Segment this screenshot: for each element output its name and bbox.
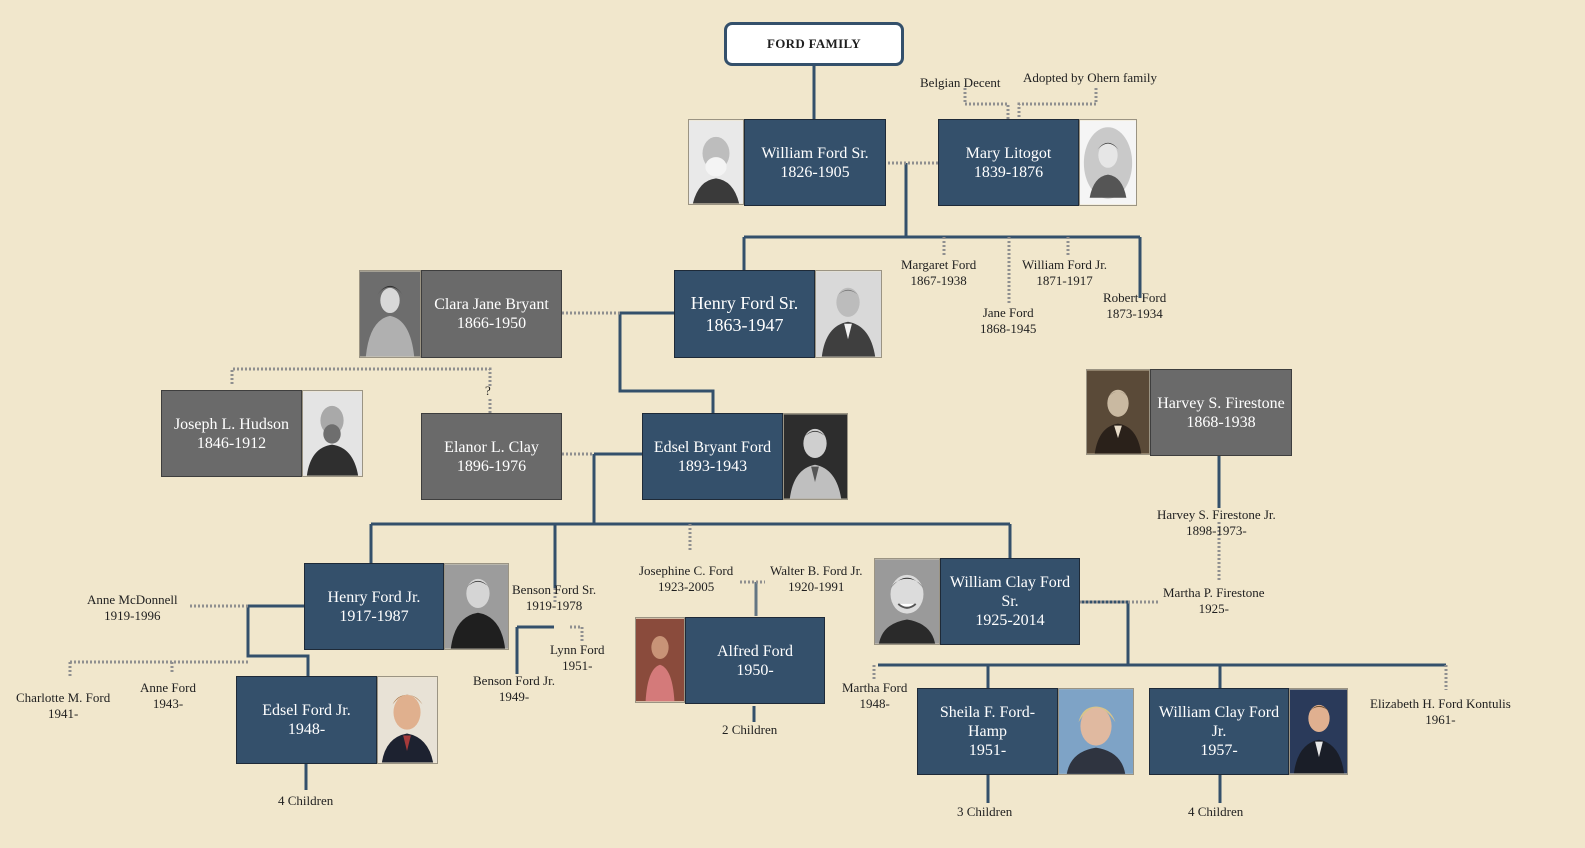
person-years: 1925-2014 [975,612,1045,629]
person-henry-ford-jr[interactable]: Henry Ford Jr. 1917-1987 [304,563,444,650]
label-benson-ford-sr: Benson Ford Sr.1919-1978 [512,582,597,613]
henry-ford-jr-photo [444,563,509,650]
label-question-mark: ? [485,383,491,398]
person-years: 1917-1987 [339,607,409,625]
person-joseph-l-hudson[interactable]: Joseph L. Hudson 1846-1912 [161,390,302,477]
person-name: Sheila F. Ford-Hamp [939,704,1036,740]
person-name: Alfred Ford [717,642,793,660]
edsel-bryant-ford-photo [783,413,848,500]
label-edsel-jr-children: 4 Children [278,793,334,808]
person-name: Clara Jane Bryant [434,296,549,313]
clara-jane-bryant-photo [359,270,421,358]
connector-children [304,455,1222,803]
william-clay-ford-jr-photo [1289,688,1348,775]
person-name: Henry Ford Sr. [690,293,799,313]
label-harvey-firestone-jr: Harvey S. Firestone Jr.1898-1973- [1157,507,1276,538]
person-edsel-ford-jr[interactable]: Edsel Ford Jr. 1948- [236,676,377,764]
person-years: 1957- [1200,742,1238,759]
connector-benson [515,625,554,674]
person-elanor-l-clay[interactable]: Elanor L. Clay 1896-1976 [421,413,562,500]
label-belgian-decent: Belgian Decent [920,75,1001,90]
person-name: Joseph L. Hudson [173,415,290,433]
harvey-s-firestone-photo [1086,369,1150,455]
alfred-ford-photo [635,617,685,703]
person-name: Mary Litogot [965,144,1052,162]
person-years: 1826-1905 [780,163,850,181]
edsel-ford-jr-photo [377,676,438,764]
person-name: Harvey S. Firestone [1157,394,1285,412]
person-years: 1863-1947 [705,315,784,335]
person-name: William Ford Sr. [761,144,869,162]
person-mary-litogot[interactable]: Mary Litogot 1839-1876 [938,119,1079,206]
label-benson-ford-jr: Benson Ford Jr.1949- [473,673,555,704]
william-clay-ford-sr-photo [874,558,940,645]
henry-ford-sr-photo [815,270,882,358]
person-sheila-f-ford-hamp[interactable]: Sheila F. Ford-Hamp 1951- [917,688,1058,775]
person-name: William Clay Ford Sr. [949,574,1071,610]
person-name: Edsel Ford Jr. [262,702,351,719]
person-name: Edsel Bryant Ford [653,438,772,456]
person-years: 1868-1938 [1186,413,1256,431]
connector-henry-jr [246,604,310,676]
person-years: 1893-1943 [677,457,748,475]
william-ford-sr-photo [688,119,744,205]
label-sheila-children: 3 Children [957,804,1013,819]
person-henry-ford-sr[interactable]: Henry Ford Sr. 1863-1947 [674,270,815,358]
person-harvey-s-firestone[interactable]: Harvey S. Firestone 1868-1938 [1150,369,1292,456]
label-adopted-ohern: Adopted by Ohern family [1023,70,1157,85]
person-years: 1846-1912 [196,434,267,452]
label-william-ford-jr: William Ford Jr.1871-1917 [1022,257,1108,288]
person-years: 1839-1876 [973,163,1044,181]
person-years: 1951- [968,742,1007,759]
person-years: 1896-1976 [456,457,527,475]
mary-litogot-photo [1079,119,1137,206]
joseph-l-hudson-photo [302,390,363,477]
person-clara-jane-bryant[interactable]: Clara Jane Bryant 1866-1950 [421,270,562,358]
person-years: 1948- [287,721,326,738]
person-years: 1866-1950 [456,315,527,332]
person-name: Elanor L. Clay [444,438,539,456]
label-wcf-jr-children: 4 Children [1188,804,1244,819]
person-years: 1950- [736,661,774,679]
person-alfred-ford[interactable]: Alfred Ford 1950- [685,617,825,704]
label-alfred-children: 2 Children [722,722,778,737]
person-william-clay-ford-jr[interactable]: William Clay Ford Jr. 1957- [1149,688,1289,775]
person-name: William Clay Ford Jr. [1158,704,1280,740]
person-william-ford-sr[interactable]: William Ford Sr. 1826-1905 [744,119,886,206]
connector-henry-edsel [618,311,715,413]
person-name: Henry Ford Jr. [327,588,421,606]
label-walter-b-ford-jr: Walter B. Ford Jr.1920-1991 [770,563,863,594]
chart-title: FORD FAMILY [724,22,904,66]
connector-william-mary-children [742,163,1142,298]
person-william-clay-ford-sr[interactable]: William Clay Ford Sr. 1925-2014 [940,558,1080,645]
person-edsel-bryant-ford[interactable]: Edsel Bryant Ford 1893-1943 [642,413,783,500]
sheila-ford-hamp-photo [1058,688,1134,775]
